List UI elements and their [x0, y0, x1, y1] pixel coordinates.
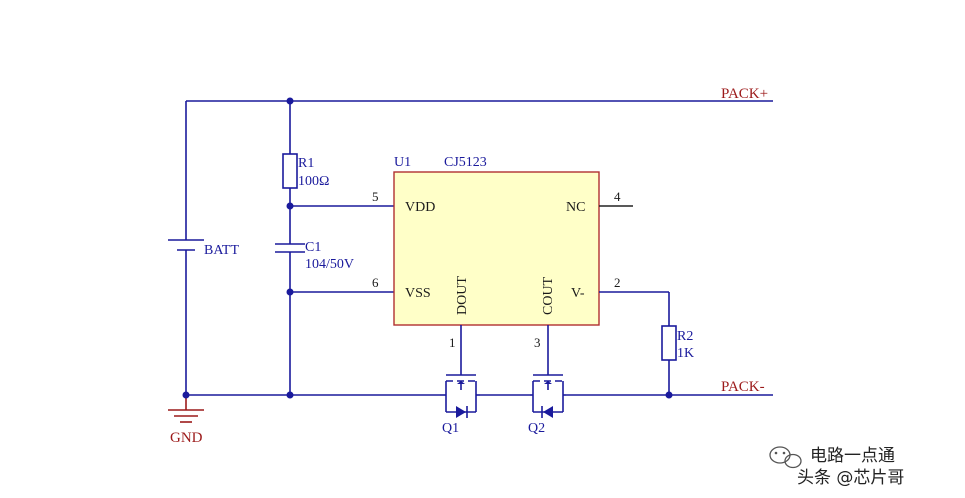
watermark-line2: 头条 @芯片哥	[797, 468, 904, 488]
r1-ref: R1	[298, 156, 314, 171]
pin-dout-name: DOUT	[455, 276, 470, 315]
junction-dot	[286, 391, 294, 399]
junction-dot	[286, 288, 294, 296]
battery-symbol	[168, 101, 204, 395]
c1-symbol	[275, 243, 305, 253]
watermark-line1: 电路一点通	[810, 446, 895, 466]
pin-cout-number: 3	[534, 335, 541, 350]
q1-mosfet-symbol	[440, 374, 480, 418]
pin-vdd-number: 5	[372, 189, 379, 204]
r1-symbol	[282, 153, 298, 189]
u1-chip-body	[393, 171, 600, 326]
gnd-label: GND	[170, 430, 203, 446]
r2-value: 1K	[677, 346, 694, 361]
junction-dot	[286, 202, 294, 210]
pin-vminus-name: V-	[571, 286, 585, 301]
q2-ref: Q2	[528, 421, 545, 436]
r2-symbol	[661, 325, 677, 361]
q2-mosfet-symbol	[530, 374, 566, 418]
pin-vdd-name: VDD	[405, 200, 435, 215]
wechat-icon	[769, 446, 802, 469]
u1-part: CJ5123	[444, 155, 487, 170]
pin-nc-number: 4	[614, 189, 621, 204]
c1-ref: C1	[305, 240, 321, 255]
u1-ref: U1	[394, 155, 411, 170]
c1-value: 104/50V	[305, 257, 354, 272]
pack-minus-label: PACK-	[721, 379, 765, 395]
q1-ref: Q1	[442, 421, 459, 436]
pin-vss-number: 6	[372, 275, 379, 290]
junction-dot	[286, 97, 294, 105]
gnd-symbol	[168, 395, 204, 423]
r1-value: 100Ω	[298, 174, 329, 189]
pin-dout-number: 1	[449, 335, 456, 350]
pin-cout-name: COUT	[541, 276, 556, 315]
pin-vminus-number: 2	[614, 275, 621, 290]
battery-label: BATT	[204, 243, 239, 258]
pin-nc-name: NC	[566, 200, 585, 215]
junction-dot	[182, 391, 190, 399]
r2-ref: R2	[677, 329, 693, 344]
pin-vss-name: VSS	[405, 286, 431, 301]
pack-plus-label: PACK+	[721, 86, 768, 102]
